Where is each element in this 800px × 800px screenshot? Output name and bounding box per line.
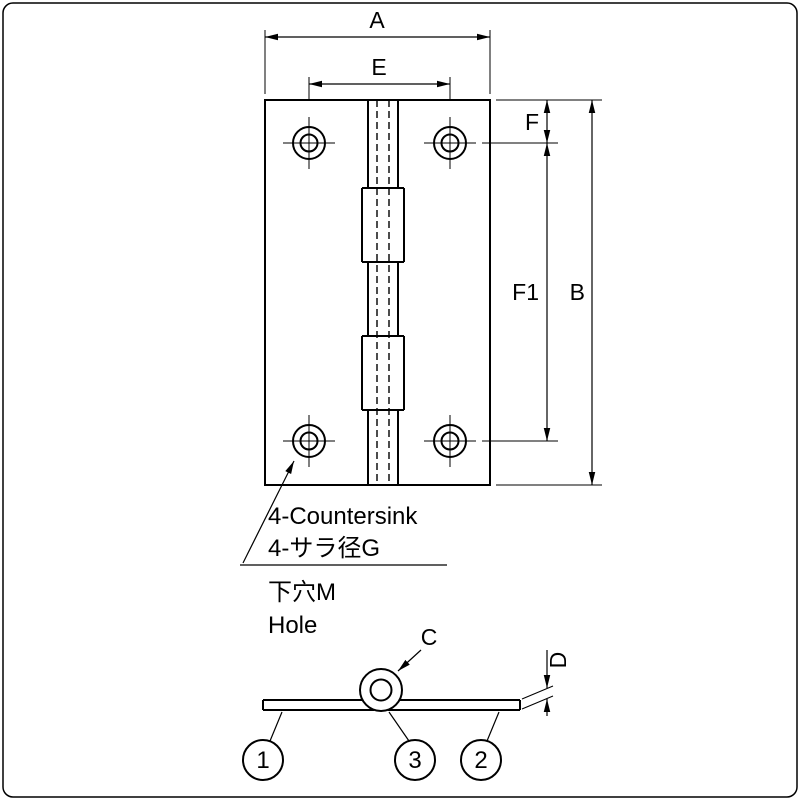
hole-top-left	[283, 117, 335, 169]
dimension-F: F	[525, 100, 551, 143]
dim-label-F: F	[525, 109, 539, 135]
balloon-2-number: 2	[474, 747, 487, 774]
balloon-3: 3	[388, 711, 436, 781]
balloon-2-circle	[460, 739, 502, 781]
dimension-B: B	[570, 100, 596, 485]
balloon-2: 2	[460, 711, 502, 781]
dim-label-D: D	[545, 652, 571, 669]
hole-bottom-left	[283, 415, 335, 467]
balloon-3-circle	[394, 739, 436, 781]
countersink-leader	[242, 460, 295, 564]
side-view	[262, 668, 521, 712]
note-pilot-hole-en: Hole	[268, 612, 317, 639]
dim-label-A: A	[369, 7, 385, 33]
countersink-note: 4-Countersink 4-サラ径G 下穴M Hole	[240, 460, 447, 639]
front-view	[264, 99, 491, 486]
note-pilot-hole-jp: 下穴M	[268, 579, 336, 606]
knuckle-lines	[361, 100, 405, 485]
dim-label-E: E	[371, 54, 386, 80]
knuckle-outer-circle	[359, 668, 403, 712]
dimension-D: D	[521, 650, 571, 716]
hole-bottom-right	[424, 415, 476, 467]
dimension-A: A	[264, 7, 491, 94]
knuckle-pin-circle	[369, 678, 393, 702]
dim-label-F1: F1	[512, 279, 539, 305]
dimension-C: C	[397, 624, 438, 672]
balloon-1-number: 1	[256, 747, 269, 774]
balloon-3-number: 3	[408, 747, 421, 774]
hole-top-right	[424, 117, 476, 169]
dimension-F1: F1	[512, 143, 551, 441]
balloon-1: 1	[242, 711, 284, 781]
dimension-E: E	[308, 54, 451, 99]
dim-label-C: C	[421, 624, 438, 650]
pin-hidden-lines	[376, 100, 390, 485]
balloon-1-circle	[242, 739, 284, 781]
dim-label-B: B	[570, 279, 585, 305]
note-countersink-jp: 4-サラ径G	[268, 535, 380, 562]
note-countersink-en: 4-Countersink	[268, 503, 418, 530]
